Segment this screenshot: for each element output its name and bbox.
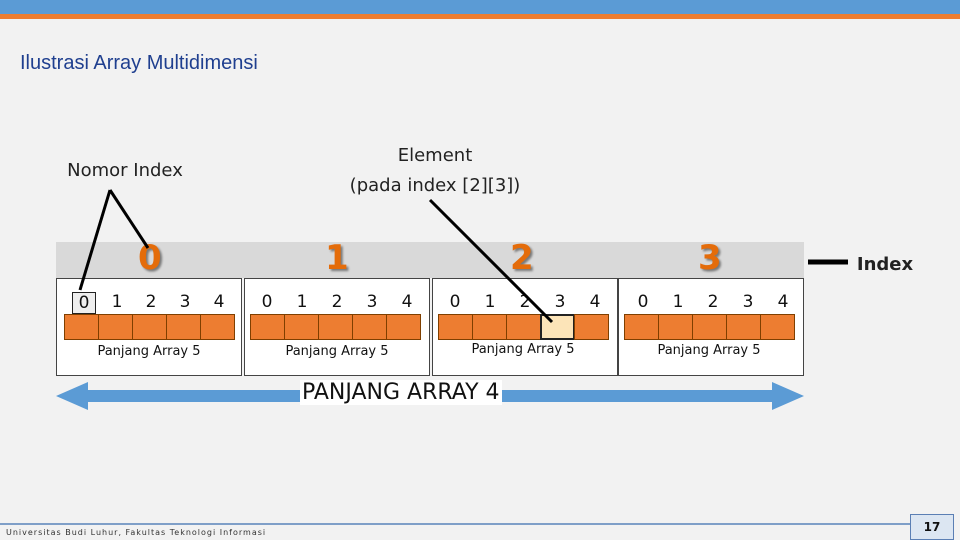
page-number: 17	[910, 514, 954, 540]
cell-3-0[interactable]	[624, 314, 659, 340]
outer-index-2: 2	[510, 238, 534, 278]
sub-index-2-3: 3	[554, 292, 566, 312]
sub-index-0-4: 4	[213, 292, 225, 312]
outer-index-1: 1	[325, 238, 349, 278]
length-label-3: Panjang Array 5	[657, 343, 761, 358]
index-label: Index	[856, 254, 914, 275]
cell-2-2[interactable]	[506, 314, 541, 340]
outer-index-3: 3	[698, 238, 722, 278]
top-orange-stripe	[0, 14, 960, 19]
sub-index-1-0: 0	[261, 292, 273, 312]
outer-index-band	[56, 242, 804, 278]
cell-0-3[interactable]	[166, 314, 201, 340]
element-label-line2: (pada index [2][3])	[349, 175, 521, 196]
cells-row-2	[438, 314, 609, 340]
pointer-line-left	[78, 189, 112, 291]
sub-index-1-2: 2	[331, 292, 343, 312]
element-pointer-line	[428, 198, 554, 324]
sub-index-3-4: 4	[777, 292, 789, 312]
length-label-0: Panjang Array 5	[97, 344, 201, 359]
sub-index-2-4: 4	[589, 292, 601, 312]
nomor-index-label: Nomor Index	[67, 160, 183, 181]
sub-index-3-2: 2	[707, 292, 719, 312]
sub-index-0-0: 0	[72, 292, 96, 314]
cell-2-4[interactable]	[574, 314, 609, 340]
cell-3-4[interactable]	[760, 314, 795, 340]
sub-index-2-2: 2	[519, 292, 531, 312]
sub-index-1-1: 1	[296, 292, 308, 312]
footer-line	[0, 523, 910, 525]
sub-index-0-1: 1	[111, 292, 123, 312]
cell-2-3-selected[interactable]	[540, 314, 575, 340]
cell-0-1[interactable]	[98, 314, 133, 340]
sub-index-3-0: 0	[637, 292, 649, 312]
panjang-array-total-label: PANJANG ARRAY 4	[300, 380, 502, 405]
sub-index-3-3: 3	[742, 292, 754, 312]
sub-index-1-4: 4	[401, 292, 413, 312]
element-label-line1: Element	[397, 145, 473, 166]
cell-2-0[interactable]	[438, 314, 473, 340]
cell-3-1[interactable]	[658, 314, 693, 340]
cells-row-3	[624, 314, 795, 340]
cell-1-3[interactable]	[352, 314, 387, 340]
cell-3-2[interactable]	[692, 314, 727, 340]
cell-0-4[interactable]	[200, 314, 235, 340]
cell-1-4[interactable]	[386, 314, 421, 340]
slide-title: Ilustrasi Array Multidimensi	[20, 52, 258, 74]
outer-index-0: 0	[138, 238, 162, 278]
length-label-1: Panjang Array 5	[285, 344, 389, 359]
length-label-2: Panjang Array 5	[471, 342, 575, 357]
sub-index-3-1: 1	[672, 292, 684, 312]
sub-index-0-2: 2	[145, 292, 157, 312]
cell-1-2[interactable]	[318, 314, 353, 340]
cell-1-1[interactable]	[284, 314, 319, 340]
cells-row-1	[250, 314, 421, 340]
top-decoration-bar	[0, 0, 960, 20]
sub-index-2-1: 1	[484, 292, 496, 312]
pointer-line-right	[108, 189, 150, 249]
sub-index-0-3: 3	[179, 292, 191, 312]
cell-0-2[interactable]	[132, 314, 167, 340]
sub-index-2-0: 0	[449, 292, 461, 312]
top-blue-stripe	[0, 0, 960, 14]
footer-text: Universitas Budi Luhur, Fakultas Teknolo…	[6, 528, 267, 537]
sub-index-1-3: 3	[366, 292, 378, 312]
cells-row-0	[64, 314, 235, 340]
